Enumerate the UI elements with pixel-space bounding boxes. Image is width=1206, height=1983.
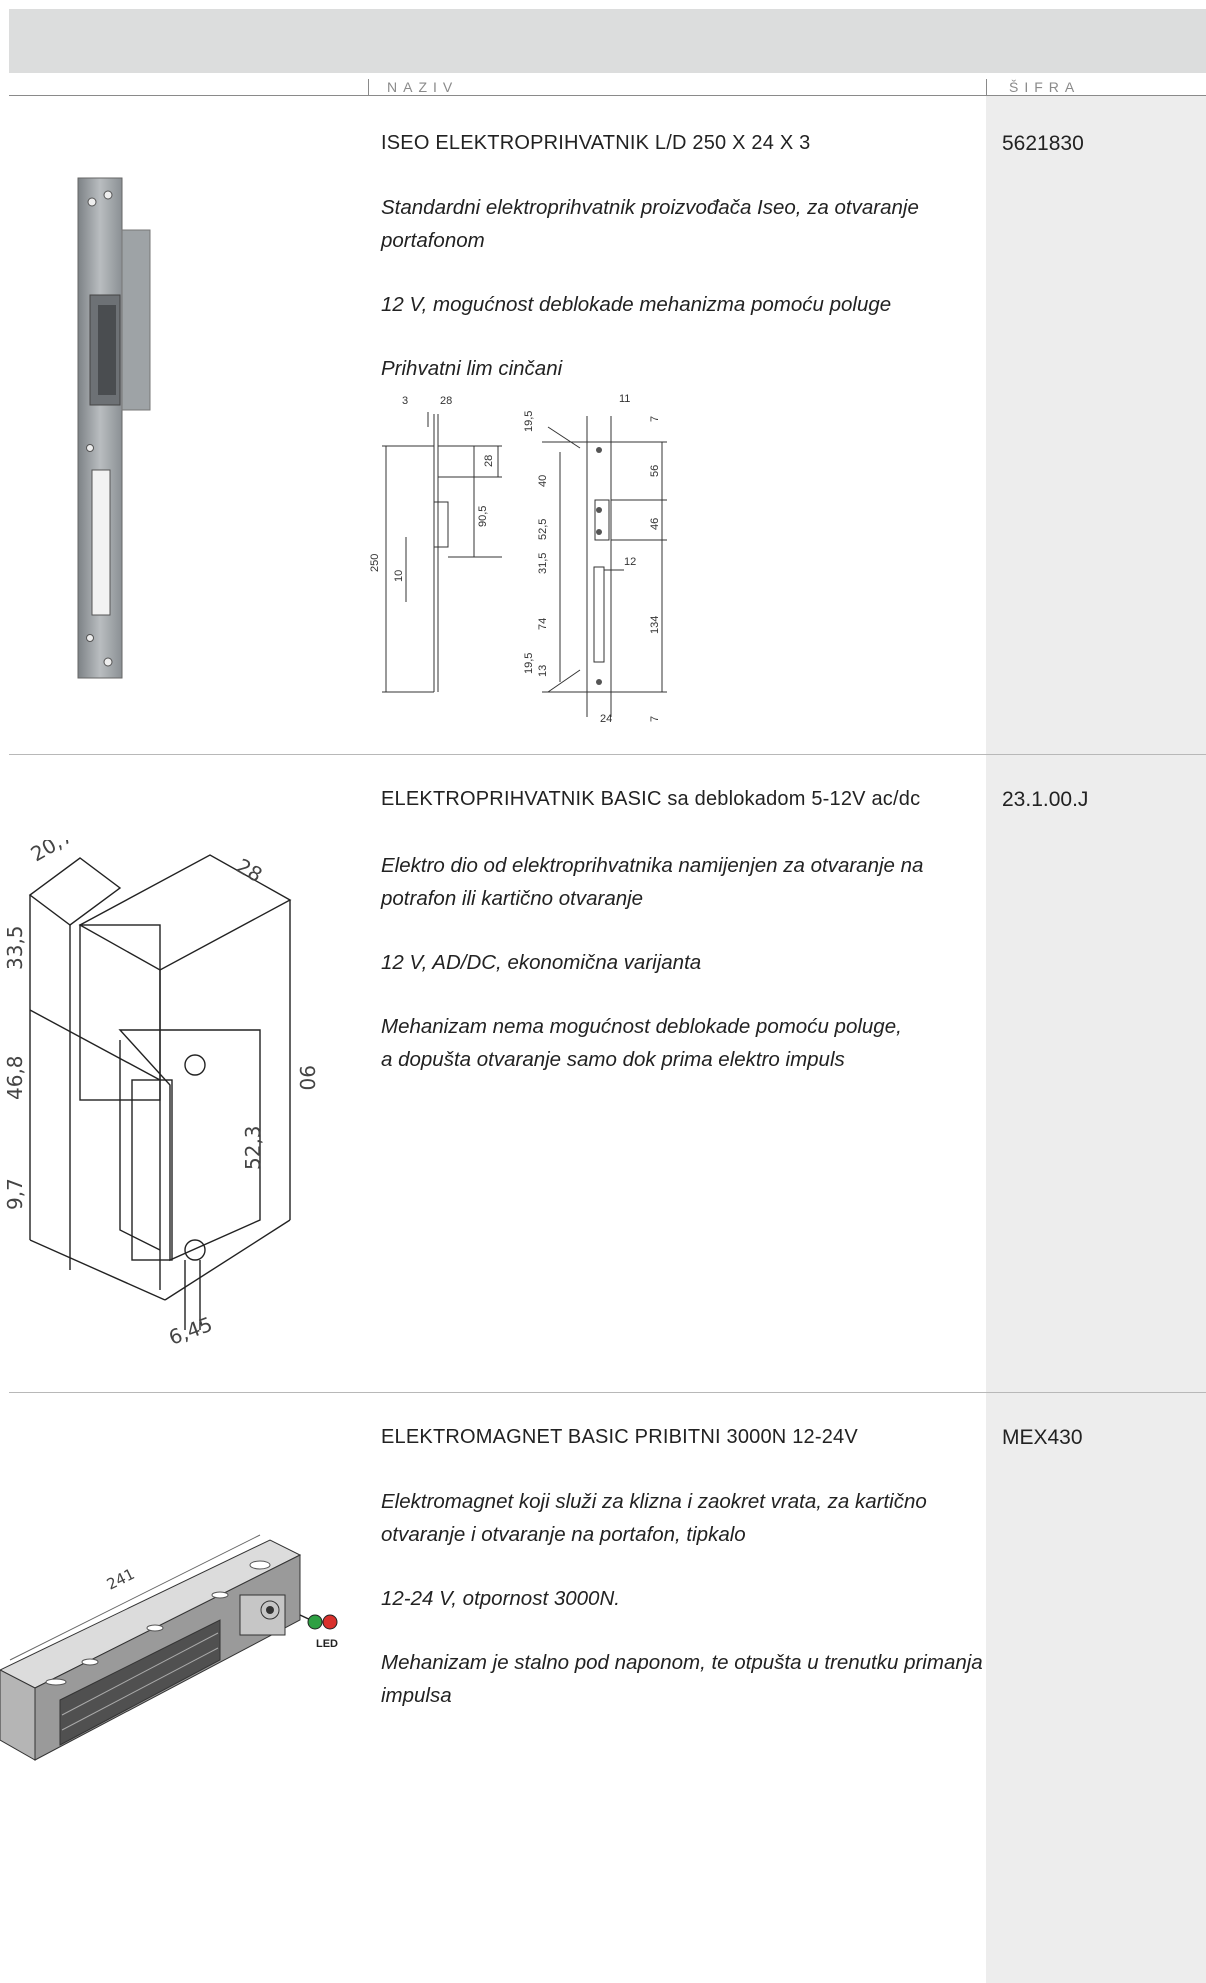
product-code: 5621830: [1002, 132, 1084, 155]
product-code: 23.1.00.J: [1002, 788, 1089, 811]
description-line: 12-24 V, otpornost 3000N.: [381, 1587, 620, 1610]
dimension-label: 19,5: [523, 411, 535, 432]
description-line: Prihvatni lim cinčani: [381, 357, 563, 380]
dimension-label: 90,5: [477, 506, 489, 527]
description-line: 12 V, AD/DC, ekonomična varijanta: [381, 951, 702, 974]
led-red-icon: [322, 1614, 338, 1630]
dimension-label: 12: [624, 556, 636, 568]
dimension-label: 56: [649, 465, 661, 477]
strike-plate-photo: [77, 177, 151, 679]
product-description: Standardni elektroprihvatnik proizvođača…: [381, 191, 991, 385]
dimension-label: 52,5: [537, 519, 549, 540]
description-line: Elektromagnet koji služi za klizna i zao…: [381, 1490, 927, 1546]
code-column-background: [986, 96, 1206, 1983]
header-divider: [9, 95, 1206, 96]
dimension-label: 7: [649, 716, 661, 722]
dimension-label: 28: [440, 395, 452, 407]
dimension-label: 13: [537, 665, 549, 677]
electromagnet-drawing: LED 241: [0, 1534, 338, 1761]
dimension-label: 134: [649, 616, 661, 634]
dimension-label: 46: [649, 518, 661, 530]
product-title: ELEKTROPRIHVATNIK BASIC sa deblokadom 5-…: [381, 788, 921, 810]
dimension-label: 19,5: [523, 653, 535, 674]
column-header-name: NAZIV: [368, 79, 458, 95]
description-line: Standardni elektroprihvatnik proizvođača…: [381, 196, 919, 252]
top-banner: [9, 9, 1206, 73]
dimension-label: 74: [537, 618, 549, 630]
description-line: Mehanizam je stalno pod naponom, te otpu…: [381, 1651, 983, 1707]
dimension-label: 90: [295, 1065, 319, 1090]
description-line: Elektro dio od elektroprihvatnika namije…: [381, 854, 924, 910]
led-green-icon: [307, 1614, 323, 1630]
row-divider: [9, 1392, 1206, 1393]
dimension-label: 20,7: [27, 840, 78, 866]
dimension-label: 33,5: [3, 925, 27, 970]
description-line: 12 V, mogućnost deblokade mehanizma pomo…: [381, 293, 892, 316]
isometric-drawing: 20,7 28 33,5 46,8 9,7 90 52,3 6,45: [3, 840, 319, 1350]
dimension-label: 28: [483, 455, 495, 467]
dimension-label: 11: [619, 393, 630, 405]
dimension-label: 52,3: [241, 1125, 265, 1170]
dimension-label: 6,45: [166, 1312, 216, 1350]
description-line: a dopušta otvaranje samo dok prima elekt…: [381, 1048, 845, 1071]
dimension-label: 3: [402, 395, 408, 407]
product-title: ISEO ELEKTROPRIHVATNIK L/D 250 X 24 X 3: [381, 132, 811, 154]
product-title: ELEKTROMAGNET BASIC PRIBITNI 3000N 12-24…: [381, 1426, 858, 1448]
dimension-label: 9,7: [3, 1178, 27, 1210]
dimension-label: 241: [104, 1565, 138, 1594]
led-label: LED: [316, 1638, 338, 1650]
dimension-label: 250: [369, 554, 381, 572]
dimension-label: 40: [537, 475, 549, 487]
dimension-label: 24: [600, 713, 612, 725]
dimension-label: 10: [393, 570, 405, 582]
dimension-label: 31,5: [537, 553, 549, 574]
product-description: Elektromagnet koji služi za klizna i zao…: [381, 1485, 991, 1712]
product-code: MEX430: [1002, 1426, 1083, 1449]
column-header-code: ŠIFRA: [986, 79, 1080, 95]
technical-drawing: 3 28 28 90,5 250 10 19,5 11 7 40 56 52,5…: [369, 393, 667, 725]
product-description: Elektro dio od elektroprihvatnika namije…: [381, 849, 991, 1076]
row-divider: [9, 754, 1206, 755]
description-line: Mehanizam nema mogućnost deblokade pomoć…: [381, 1015, 902, 1038]
dimension-label: 7: [649, 416, 661, 422]
dimension-label: 28: [233, 854, 267, 888]
dimension-label: 46,8: [3, 1055, 27, 1100]
